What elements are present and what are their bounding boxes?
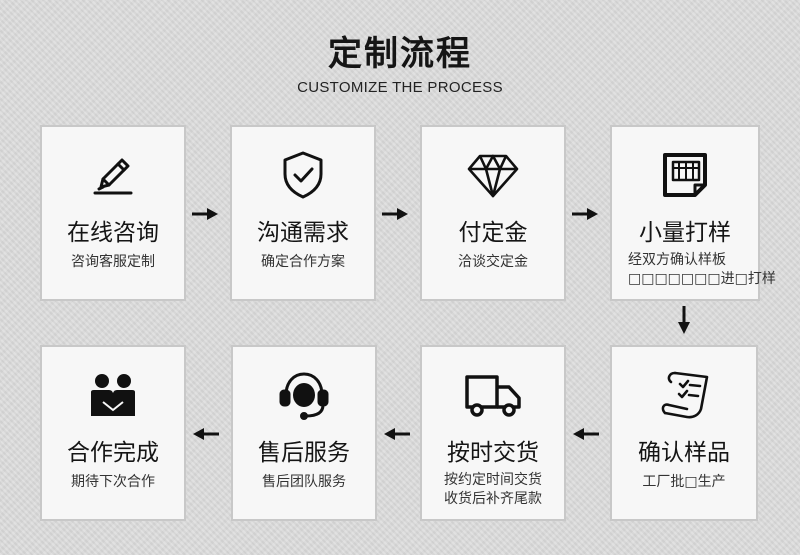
step-card-confirm-sample: 确认样品 工厂批□生产 bbox=[610, 345, 758, 521]
shield-check-icon bbox=[232, 147, 374, 203]
delivery-truck-icon bbox=[422, 367, 564, 423]
step-description: 售后团队服务 bbox=[262, 474, 346, 490]
diamond-icon bbox=[422, 147, 564, 203]
headset-icon bbox=[233, 367, 375, 423]
arrow-left-icon bbox=[573, 428, 599, 440]
arrow-right-icon bbox=[382, 208, 408, 220]
handshake-people-icon bbox=[42, 367, 184, 423]
step-title: 小量打样 bbox=[639, 220, 731, 246]
step-card-after-sales: 售后服务 售后团队服务 bbox=[231, 345, 377, 521]
step-title: 付定金 bbox=[458, 220, 528, 246]
arrow-left-icon bbox=[384, 428, 410, 440]
step-title: 合作完成 bbox=[67, 440, 159, 466]
arrow-down-icon bbox=[678, 306, 690, 334]
step-card-communicate-needs: 沟通需求 确定合作方案 bbox=[230, 125, 376, 301]
step-title: 确认样品 bbox=[638, 440, 730, 466]
step-description-line: 经双方确认样板 bbox=[628, 252, 726, 268]
step-description: 确定合作方案 bbox=[261, 254, 345, 270]
step-card-small-sample: 小量打样 经双方确认样板 □□□□□□□进□打样 bbox=[610, 125, 776, 301]
step-description-line: 按约定时间交货 bbox=[444, 472, 542, 488]
checklist-paper-icon bbox=[612, 367, 756, 423]
arrow-right-icon bbox=[572, 208, 598, 220]
page-subtitle: CUSTOMIZE THE PROCESS bbox=[297, 79, 503, 96]
step-title: 按时交货 bbox=[447, 440, 539, 466]
step-description: 工厂批□生产 bbox=[642, 474, 726, 490]
step-card-deposit: 付定金 洽谈交定金 bbox=[420, 125, 566, 301]
step-title: 售后服务 bbox=[258, 440, 350, 466]
step-card-on-time-delivery: 按时交货 按约定时间交货 收货后补齐尾款 bbox=[420, 345, 566, 521]
step-description-line: □□□□□□□进□打样 bbox=[628, 271, 776, 287]
pencil-icon bbox=[42, 147, 184, 203]
arrow-right-icon bbox=[192, 208, 218, 220]
step-description: 期待下次合作 bbox=[71, 474, 155, 490]
step-title: 在线咨询 bbox=[67, 220, 159, 246]
step-card-cooperation-complete: 合作完成 期待下次合作 bbox=[40, 345, 186, 521]
step-description-line: 收货后补齐尾款 bbox=[444, 491, 542, 507]
step-description: 咨询客服定制 bbox=[71, 254, 155, 270]
step-description: 按约定时间交货 收货后补齐尾款 bbox=[422, 471, 564, 509]
step-description: 经双方确认样板 □□□□□□□进□打样 bbox=[612, 251, 800, 289]
arrow-left-icon bbox=[193, 428, 219, 440]
step-card-online-consult: 在线咨询 咨询客服定制 bbox=[40, 125, 186, 301]
page-title: 定制流程 bbox=[328, 34, 472, 74]
grid-document-icon bbox=[612, 147, 758, 203]
step-description: 洽谈交定金 bbox=[458, 254, 528, 270]
step-title: 沟通需求 bbox=[257, 220, 349, 246]
